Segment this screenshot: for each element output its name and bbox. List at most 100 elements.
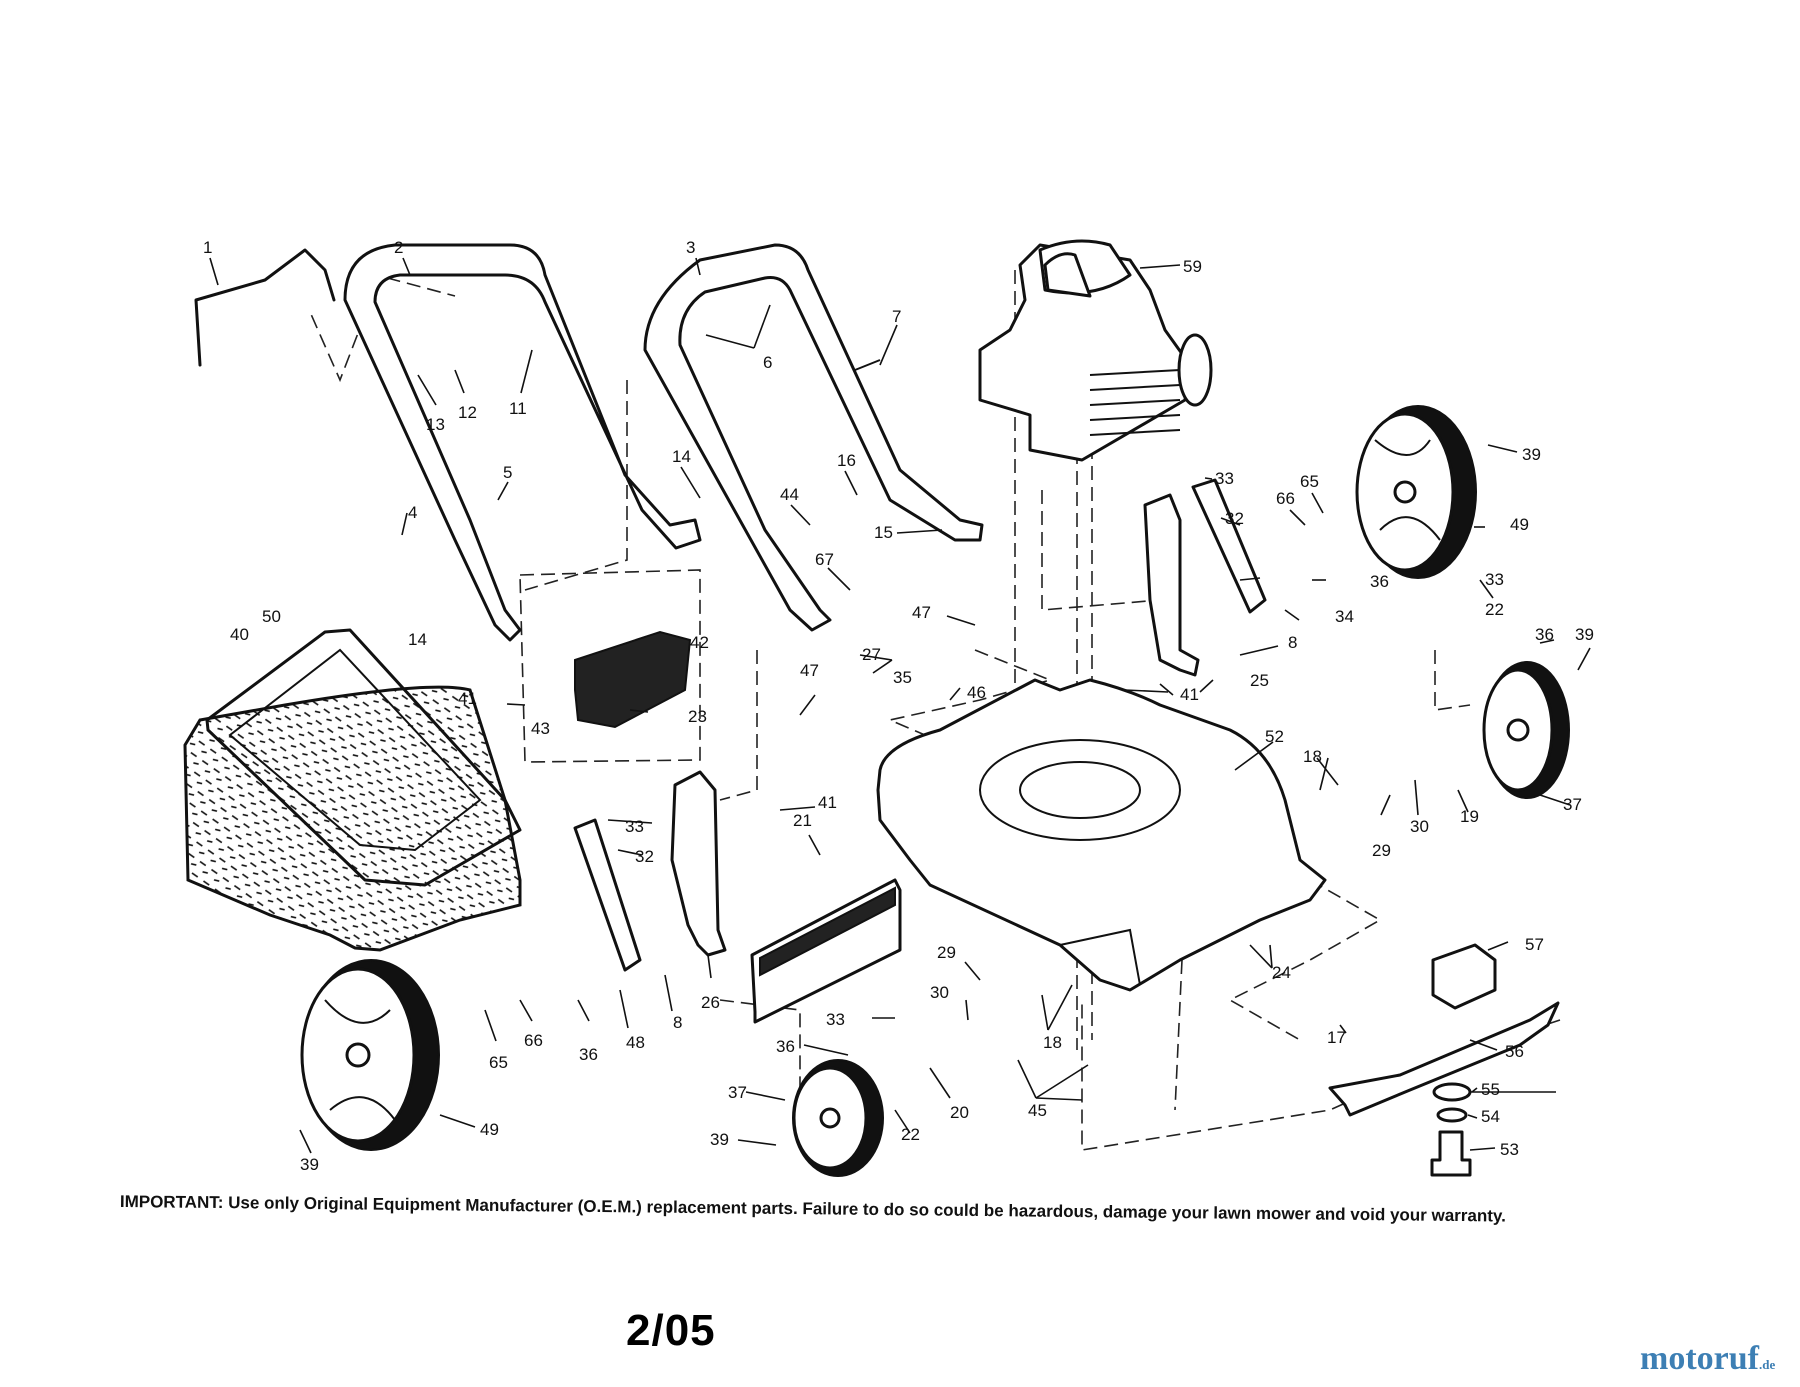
callout-24: 24 <box>1272 963 1291 982</box>
callout-22-right: 22 <box>1485 600 1504 619</box>
callout-7: 7 <box>892 307 901 326</box>
callout-39-front-left: 39 <box>710 1130 729 1149</box>
callout-13: 13 <box>426 415 445 434</box>
callout-35: 35 <box>893 668 912 687</box>
callout-41-mid: 41 <box>818 793 837 812</box>
blade-bolt-part <box>1430 1130 1472 1177</box>
wheel-part <box>300 959 440 1151</box>
small-wheel-part <box>1482 661 1570 799</box>
callout-15: 15 <box>874 523 893 542</box>
callout-46: 46 <box>967 683 986 702</box>
callout-23: 23 <box>688 707 707 726</box>
callout-53: 53 <box>1500 1140 1519 1159</box>
rear-flap-part <box>750 878 902 1024</box>
lower-handle-part <box>643 243 984 632</box>
callout-4: 4 <box>408 503 417 522</box>
callout-49-left: 49 <box>480 1120 499 1139</box>
callout-1: 1 <box>203 238 212 257</box>
callout-44: 44 <box>780 485 799 504</box>
callout-56: 56 <box>1505 1042 1524 1061</box>
callout-32-right: 32 <box>1225 509 1244 528</box>
callout-17: 17 <box>1327 1028 1346 1047</box>
assembly-guide-lines <box>302 270 1561 1151</box>
callout-40: 40 <box>230 625 249 644</box>
callout-36-right: 36 <box>1370 572 1389 591</box>
leader-lines <box>209 257 1591 1154</box>
callout-21: 21 <box>793 811 812 830</box>
small-wheel-part <box>792 1059 884 1177</box>
callout-11: 11 <box>509 399 527 418</box>
upper-handle-part <box>343 243 702 642</box>
callout-65-right: 65 <box>1300 472 1319 491</box>
callout-39-front-right: 39 <box>1575 625 1594 644</box>
callout-14-handle: 14 <box>672 447 691 466</box>
callout-66-right: 66 <box>1276 489 1295 508</box>
callout-55: 55 <box>1481 1080 1500 1099</box>
callout-8-right: 8 <box>1288 633 1297 652</box>
callout-25: 25 <box>1250 671 1269 690</box>
callout-41-left: 41 <box>458 689 477 708</box>
blade-adapter-part <box>1431 943 1497 1010</box>
handle-rod-part <box>194 248 336 367</box>
callout-22-bottom: 22 <box>901 1125 920 1144</box>
handle-sleeve-part <box>854 359 881 371</box>
callout-48: 48 <box>626 1033 645 1052</box>
callout-18-left: 18 <box>1043 1033 1062 1052</box>
callout-66-left: 66 <box>524 1031 543 1050</box>
callout-2: 2 <box>394 238 403 257</box>
callout-3: 3 <box>686 238 695 257</box>
callout-37-left: 37 <box>728 1083 747 1102</box>
watermark-name: motoruf <box>1640 1340 1759 1377</box>
callout-16: 16 <box>837 451 856 470</box>
callout-37-right: 37 <box>1563 795 1582 814</box>
notice-label: IMPORTANT: <box>119 1192 224 1213</box>
callout-18-right: 18 <box>1303 747 1322 766</box>
page-code: 2/05 <box>626 1306 716 1355</box>
callout-43: 43 <box>531 719 550 738</box>
callout-27: 27 <box>862 645 881 664</box>
callout-29-left: 29 <box>937 943 956 962</box>
callout-57: 57 <box>1525 935 1544 954</box>
callout-30-left: 30 <box>930 983 949 1002</box>
engine-part <box>978 239 1213 462</box>
washer-part <box>1436 1107 1468 1123</box>
blade-part <box>1328 1001 1560 1117</box>
callout-67: 67 <box>815 550 834 569</box>
callout-34: 34 <box>1335 607 1354 626</box>
grass-catcher-bag-part <box>183 628 522 952</box>
callout-39-rear-left: 39 <box>300 1155 319 1174</box>
height-adjuster-bracket-part <box>670 770 727 957</box>
callout-6: 6 <box>763 353 772 372</box>
callout-19: 19 <box>1460 807 1479 826</box>
height-lever-part <box>1191 478 1267 614</box>
callout-33-bottom: 33 <box>826 1010 845 1029</box>
callout-20: 20 <box>950 1103 969 1122</box>
callout-47-top: 47 <box>912 603 931 622</box>
callout-26: 26 <box>701 993 720 1012</box>
height-adjuster-bracket-part <box>1143 493 1200 677</box>
callout-33-right: 33 <box>1485 570 1504 589</box>
callout-39-rear-right: 39 <box>1522 445 1541 464</box>
callout-52: 52 <box>1265 727 1284 746</box>
callout-29-right: 29 <box>1372 841 1391 860</box>
callout-32-left: 32 <box>635 847 654 866</box>
washer-part <box>1432 1082 1472 1102</box>
callout-5: 5 <box>503 463 512 482</box>
callout-41-right: 41 <box>1180 685 1199 704</box>
callout-65-left: 65 <box>489 1053 508 1072</box>
callout-33-top: 33 <box>1215 469 1234 488</box>
watermark-logo: motoruf.de <box>1640 1340 1775 1378</box>
callout-8-left: 8 <box>673 1013 682 1032</box>
callout-50: 50 <box>262 607 281 626</box>
callout-42: 42 <box>690 633 709 652</box>
callout-14-left: 14 <box>408 630 427 649</box>
mulch-door-part <box>574 630 692 729</box>
callout-36-bottom: 36 <box>776 1037 795 1056</box>
callout-labels: 1 2 3 59 6 7 13 12 11 5 4 14 16 44 15 39… <box>203 238 1594 1174</box>
watermark-tld: .de <box>1758 1357 1776 1372</box>
callout-36-front-right: 36 <box>1535 625 1554 644</box>
callout-45: 45 <box>1028 1101 1047 1120</box>
callout-30-right: 30 <box>1410 817 1429 836</box>
callout-47-left: 47 <box>800 661 819 680</box>
